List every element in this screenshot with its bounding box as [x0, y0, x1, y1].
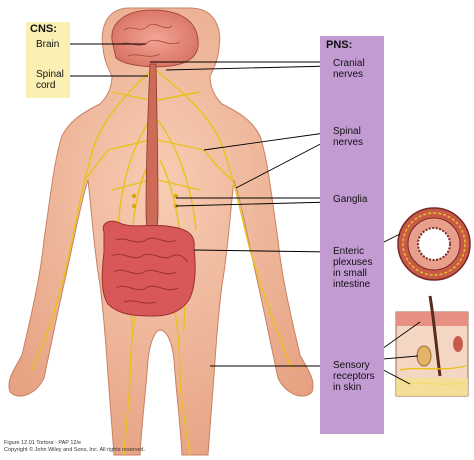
ganglia-dots: [131, 193, 179, 209]
leader-lines: [70, 43, 421, 385]
cns-title: CNS:: [30, 23, 57, 35]
spinal-nerves-label-line1: Spinal: [333, 126, 361, 137]
pns-label-panel: [320, 36, 384, 434]
sensory-receptors-label-line1: Sensory: [333, 360, 370, 371]
brain-shape: [111, 9, 199, 68]
sensory-receptors-label-line2: receptors: [333, 371, 375, 382]
enteric-plexuses-label-line2: plexuses: [333, 257, 373, 268]
enteric-plexus-inset: [397, 207, 471, 281]
enteric-plexuses-label-line1: Enteric: [333, 246, 365, 257]
ganglia-label: Ganglia: [333, 194, 368, 205]
skin-receptors-inset: [395, 295, 469, 397]
spinal-cord-label-line1: Spinal: [36, 69, 64, 80]
pns-title: PNS:: [326, 39, 353, 51]
brain-label: Brain: [36, 39, 60, 50]
intestine-shape: [101, 220, 196, 317]
cranial-nerves-label-line2: nerves: [333, 69, 364, 80]
figure-credit-line2: Copyright © John Wiley and Sons, Inc. Al…: [4, 447, 146, 453]
spinal-cord-label-line2: cord: [36, 80, 56, 91]
sensory-receptors-label-line3: in skin: [333, 382, 362, 393]
spinal-nerves-label-line2: nerves: [333, 137, 364, 148]
enteric-plexuses-label-line4: intestine: [333, 279, 371, 290]
figure-credit-line1: Figure 12.01 Tortora - PAP 12/e: [4, 440, 82, 446]
cns-label-box: [26, 22, 70, 98]
enteric-plexuses-label-line3: in small: [333, 268, 367, 279]
peripheral-nerves: [31, 69, 293, 456]
cranial-nerves-label-line1: Cranial: [333, 58, 365, 69]
